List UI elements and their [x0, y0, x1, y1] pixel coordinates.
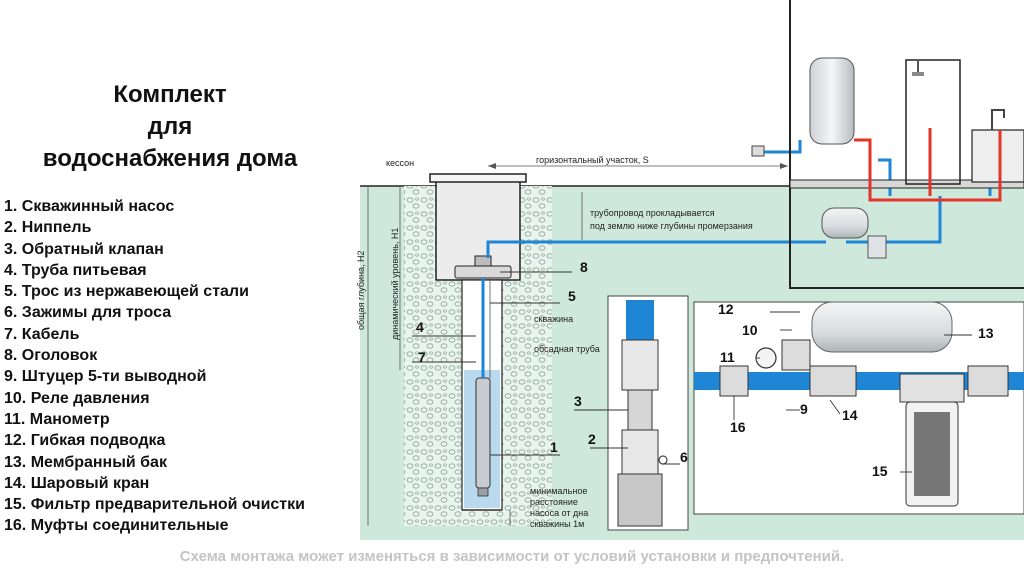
pressure-tank-small [821, 207, 887, 259]
label-casing: обсадная труба [534, 344, 600, 354]
label-min-3: насоса от дна [530, 508, 588, 518]
title-line-2: для [147, 113, 193, 140]
callout-lines [412, 271, 972, 473]
legend-item-12: 12. Гибкая подводка [4, 432, 166, 450]
legend-item-16: 16. Муфты соединительные [4, 517, 229, 535]
legend-item-8: 8. Оголовок [4, 347, 98, 365]
submersible-pump [475, 278, 491, 497]
callout-15: 15 [872, 463, 888, 479]
label-horizontal: горизонтальный участок, S [536, 155, 649, 165]
callout-14: 14 [842, 407, 858, 423]
label-min-4: скважины 1м [530, 519, 584, 529]
callout-3: 3 [574, 393, 582, 409]
house [789, 0, 1024, 289]
footer-note: Схема монтажа может изменяться в зависим… [179, 548, 845, 565]
legend-item-3: 3. Обратный клапан [4, 240, 164, 258]
callout-13: 13 [978, 325, 994, 341]
callout-9: 9 [800, 401, 808, 417]
label-well: скважина [534, 314, 573, 324]
callout-12: 12 [718, 301, 734, 317]
legend-item-15: 15. Фильтр предварительной очистки [4, 496, 305, 514]
callout-1: 1 [550, 439, 558, 455]
callout-6: 6 [680, 449, 688, 465]
outdoor-faucet [751, 145, 765, 157]
label-min-1: минимальное [530, 486, 587, 496]
legend-item-1: 1. Скважинный насос [4, 198, 175, 215]
legend-item-7: 7. Кабель [4, 325, 80, 343]
legend-item-4: 4. Труба питьевая [4, 261, 147, 279]
legend-item-2: 2. Ниппель [4, 219, 92, 237]
legend-item-9: 9. Штуцер 5-ти выводной [4, 368, 207, 386]
legend-list: 1. Скважинный насос 2. Ниппель 3. Обратн… [4, 196, 356, 537]
callout-5: 5 [568, 288, 576, 304]
callout-8: 8 [580, 259, 588, 275]
legend-item-10: 10. Реле давления [4, 389, 150, 407]
label-caisson: кессон [386, 158, 414, 168]
label-total-depth: общая глубина, H2 [356, 250, 366, 330]
dimension-lines [367, 163, 788, 526]
title-line-1: Комплект [113, 81, 227, 108]
callout-4: 4 [416, 319, 424, 335]
label-pipeline-2: под землю ниже глубины промерзания [590, 221, 753, 231]
legend-item-5: 5. Трос из нержавеющей стали [4, 283, 249, 301]
label-min-2: расстояние [530, 497, 578, 507]
callout-10: 10 [742, 322, 758, 338]
legend-item-13: 13. Мембранный бак [4, 453, 167, 471]
label-dynamic-level: динамический уровень, H1 [390, 228, 400, 340]
callout-11: 11 [720, 349, 735, 365]
callout-16: 16 [730, 419, 746, 435]
callout-2: 2 [588, 431, 596, 447]
legend-item-14: 14. Шаровый кран [4, 474, 150, 492]
title-line-3: водоснабжения дома [42, 145, 298, 172]
callout-7: 7 [418, 349, 426, 365]
label-pipeline-1: трубопровод прокладывается [590, 208, 715, 218]
legend-item-11: 11. Манометр [4, 410, 110, 428]
detail-equipment-set [693, 301, 1024, 515]
hot-water-pipes [854, 128, 1002, 202]
detail-check-valve [607, 295, 689, 531]
legend-item-6: 6. Зажимы для троса [4, 304, 172, 322]
